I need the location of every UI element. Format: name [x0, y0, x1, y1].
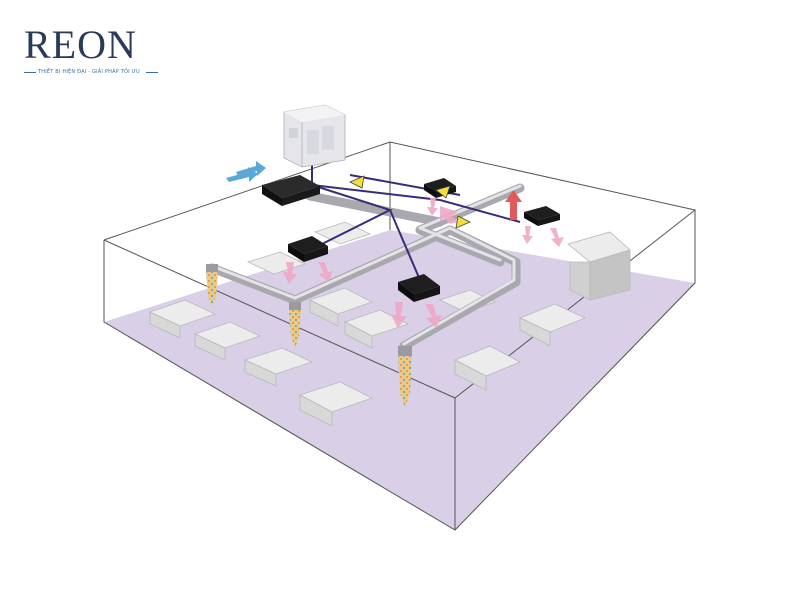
supply-air-arrows: [283, 198, 564, 328]
logo-rule-right: [146, 72, 158, 73]
logo-wordmark: REON: [24, 22, 137, 67]
indoor-unit: [398, 274, 440, 302]
reon-logo: REON THIẾT BỊ HIỆN ĐẠI - GIẢI PHÁP TỐI Ư…: [24, 22, 164, 78]
ventilator-unit: [262, 175, 320, 206]
outdoor-unit: [283, 104, 346, 168]
exhaust-arrow: [505, 190, 522, 220]
indoor-units: [288, 178, 560, 302]
indoor-unit: [524, 206, 560, 226]
refrigerant-lines: [309, 165, 521, 281]
flow-markers: [349, 175, 471, 229]
logo-rule-left: [24, 72, 36, 73]
logo-tagline: THIẾT BỊ HIỆN ĐẠI - GIẢI PHÁP TỐI ƯU: [38, 69, 140, 75]
indoor-unit: [288, 236, 328, 262]
intake-arrows: [226, 161, 266, 182]
indoor-unit: [424, 178, 456, 198]
room-outline: [103, 141, 696, 531]
fresh-air-diffusers: [206, 264, 412, 408]
